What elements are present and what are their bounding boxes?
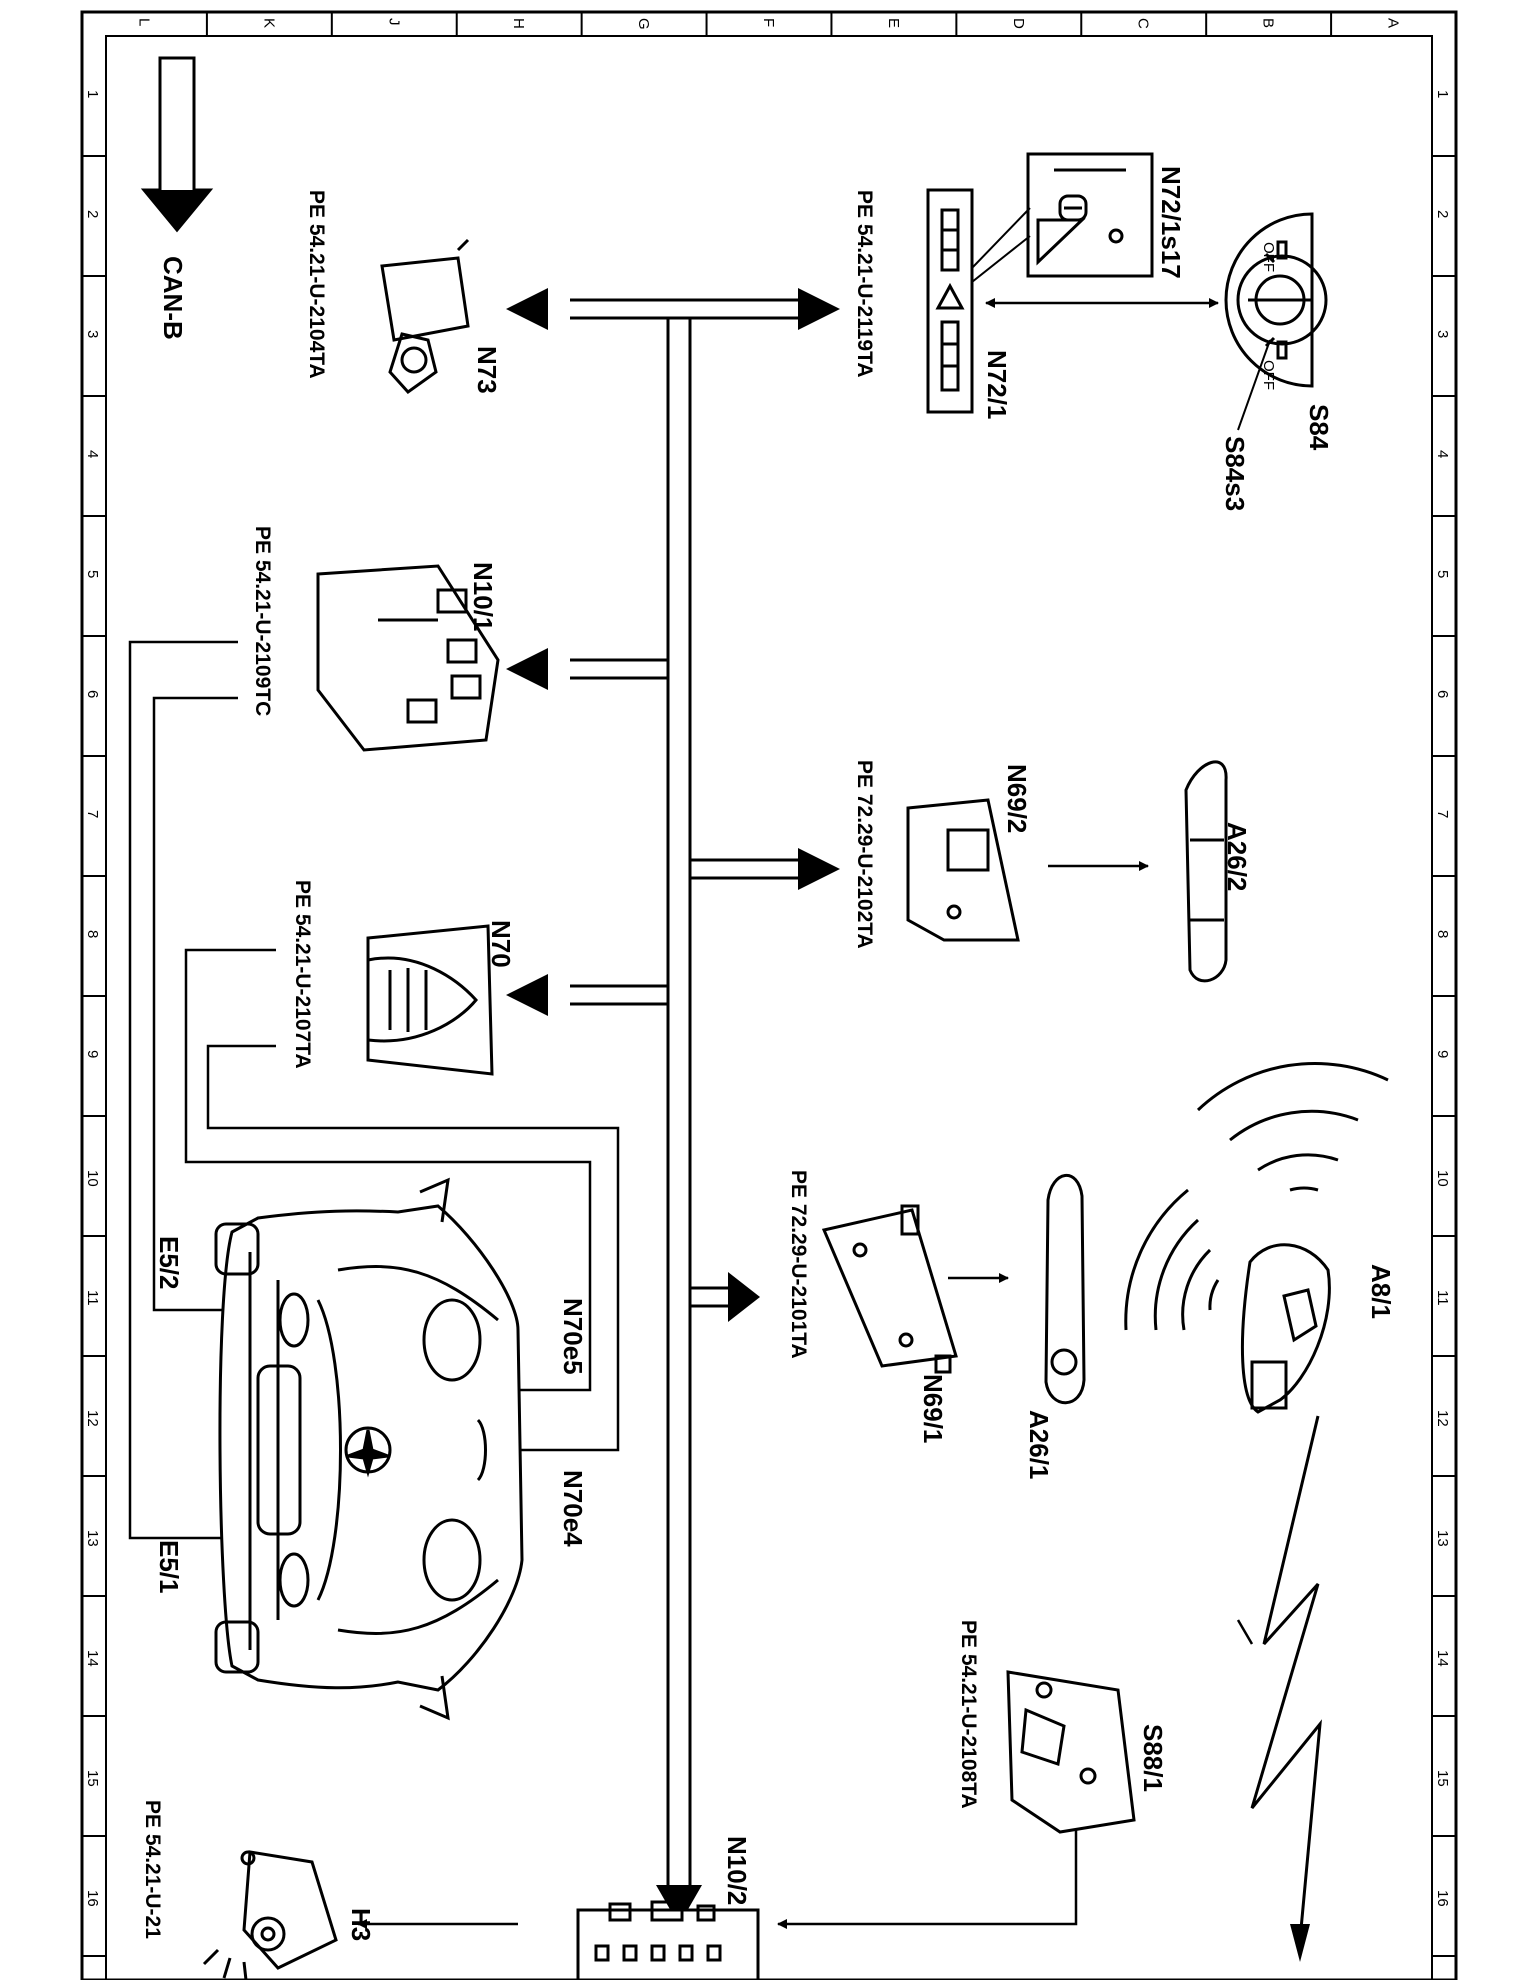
a8-1-transmitter-key	[1240, 1243, 1331, 1414]
grid-row-label: 12	[84, 1410, 101, 1427]
grid-column-label: A	[1385, 18, 1402, 28]
lightning-signal	[1250, 1415, 1322, 1962]
label-e5-1: E5/1	[154, 1540, 184, 1594]
label-n10-2: N10/2	[722, 1836, 752, 1905]
grid-row-label: 3	[1434, 330, 1451, 338]
grid-row-label: 16	[1434, 1890, 1451, 1907]
n72-1-control-panel	[926, 188, 974, 414]
label-n72-1s17: N72/1s17	[1156, 166, 1186, 279]
grid-column-label: L	[135, 18, 152, 26]
label-s88-1: S88/1	[1138, 1724, 1168, 1792]
grid-column-label: F	[760, 18, 777, 27]
label-n72-1: N72/1	[982, 350, 1012, 419]
ref-n69-2: PE 72.29-U-2102TA	[853, 760, 876, 949]
ref-n72-1: PE 54.21-U-2119TA	[853, 190, 876, 378]
grid-column-label: G	[635, 18, 652, 30]
label-n70: N70	[486, 920, 516, 968]
label-n10-1: N10/1	[468, 562, 498, 631]
grid-row-label: 11	[84, 1290, 101, 1306]
label-n70e5: N70e5	[558, 1298, 588, 1375]
label-a26-2: A26/2	[1222, 822, 1252, 891]
label-e5-2: E5/2	[154, 1236, 184, 1290]
grid-column-label: D	[1010, 18, 1027, 29]
can-b-label: CAN-B	[158, 256, 188, 340]
grid-row-label: 2	[84, 210, 101, 218]
grid-row-label: 7	[84, 810, 101, 818]
label-a8-1: A8/1	[1366, 1264, 1396, 1319]
grid-row-label: 14	[1434, 1650, 1451, 1667]
n10-1-sam-module	[316, 564, 500, 752]
can-bus-arrowheads	[506, 288, 840, 1925]
s88-1-switch	[1006, 1670, 1136, 1834]
grid-row-label: 14	[84, 1650, 101, 1667]
ref-n10-1: PE 54.21-U-2109TC	[251, 526, 274, 716]
grid-column-label: H	[510, 18, 527, 29]
grid-row-label: 3	[84, 330, 101, 338]
h3-alarm-siren	[202, 1850, 338, 1980]
grid-row-label: 6	[1434, 690, 1451, 698]
can-bus-lines	[570, 298, 808, 1885]
n72-1s17-switch	[1026, 152, 1154, 278]
label-h3: H3	[346, 1908, 376, 1941]
label-s84s3: S84s3	[1220, 436, 1250, 511]
ref-n70: PE 54.21-U-2107TA	[291, 880, 314, 1069]
ref-n73: PE 54.21-U-2104TA	[305, 190, 328, 379]
n73-ignition-switch	[380, 238, 470, 394]
grid-row-label: 4	[84, 450, 101, 458]
label-n73: N73	[472, 346, 502, 394]
label-n69-1: N69/1	[918, 1374, 948, 1443]
grid-row-label: 8	[84, 930, 101, 938]
grid-row-label: 12	[1434, 1410, 1451, 1427]
grid-row-label: 6	[84, 690, 101, 698]
can-b-legend: CAN-B	[140, 56, 214, 340]
grid-row-label: 15	[84, 1770, 101, 1787]
label-a26-1: A26/1	[1024, 1410, 1054, 1479]
grid-row-label: 5	[1434, 570, 1451, 578]
s84-off-label-left: OFF	[1260, 242, 1277, 272]
n70-overhead-module	[366, 924, 494, 1076]
s84s3-leader	[1237, 339, 1271, 431]
grid-row-label: 9	[1434, 1050, 1451, 1058]
grid-row-label: 1	[1434, 90, 1451, 98]
grid-column-label: B	[1260, 18, 1277, 28]
a26-1-door-handle	[1044, 1174, 1086, 1405]
grid-row-label: 2	[1434, 210, 1451, 218]
grid-row-label: 13	[84, 1530, 101, 1547]
a26-2-door-handle	[1184, 760, 1228, 983]
grid-column-label: E	[885, 18, 902, 28]
n10-2-sam-module	[576, 1900, 760, 1980]
label-n69-2: N69/2	[1002, 764, 1032, 833]
grid-row-label: 15	[1434, 1770, 1451, 1787]
grid-row-label: 13	[1434, 1530, 1451, 1547]
label-n70e4: N70e4	[558, 1470, 588, 1547]
ref-n69-1: PE 72.29-U-2101TA	[787, 1170, 810, 1359]
grid-row-label: 11	[1434, 1290, 1451, 1306]
n69-1-control-unit	[821, 1204, 958, 1374]
grid-row-label: 4	[1434, 450, 1451, 458]
grid-row-label: 10	[84, 1170, 101, 1187]
grid-row-label: 9	[84, 1050, 101, 1058]
ref-h3: PE 54.21-U-21	[141, 1800, 164, 1939]
grid-row-label: 10	[1434, 1170, 1451, 1187]
grid-row-label: 7	[1434, 810, 1451, 818]
grid-row-label: 16	[84, 1890, 101, 1907]
n69-2-control-unit	[906, 798, 1020, 942]
grid-column-label: J	[385, 18, 402, 26]
s84-off-label-right: OFF	[1260, 360, 1277, 390]
grid-row-label: 5	[84, 570, 101, 578]
ref-s88-1: PE 54.21-U-2108TA	[957, 1620, 980, 1809]
vehicle-front-view	[214, 1177, 524, 1721]
grid-column-label: C	[1135, 18, 1152, 29]
grid-column-label: K	[260, 18, 277, 28]
label-s84: S84	[1304, 404, 1334, 451]
grid-row-label: 1	[84, 90, 101, 98]
grid-row-label: 8	[1434, 930, 1451, 938]
component-labels: N72/1s17 S84 S84s3 N72/1 PE 54.21-U-2119…	[141, 166, 1396, 1941]
radio-wave-arcs	[1124, 1061, 1389, 1331]
